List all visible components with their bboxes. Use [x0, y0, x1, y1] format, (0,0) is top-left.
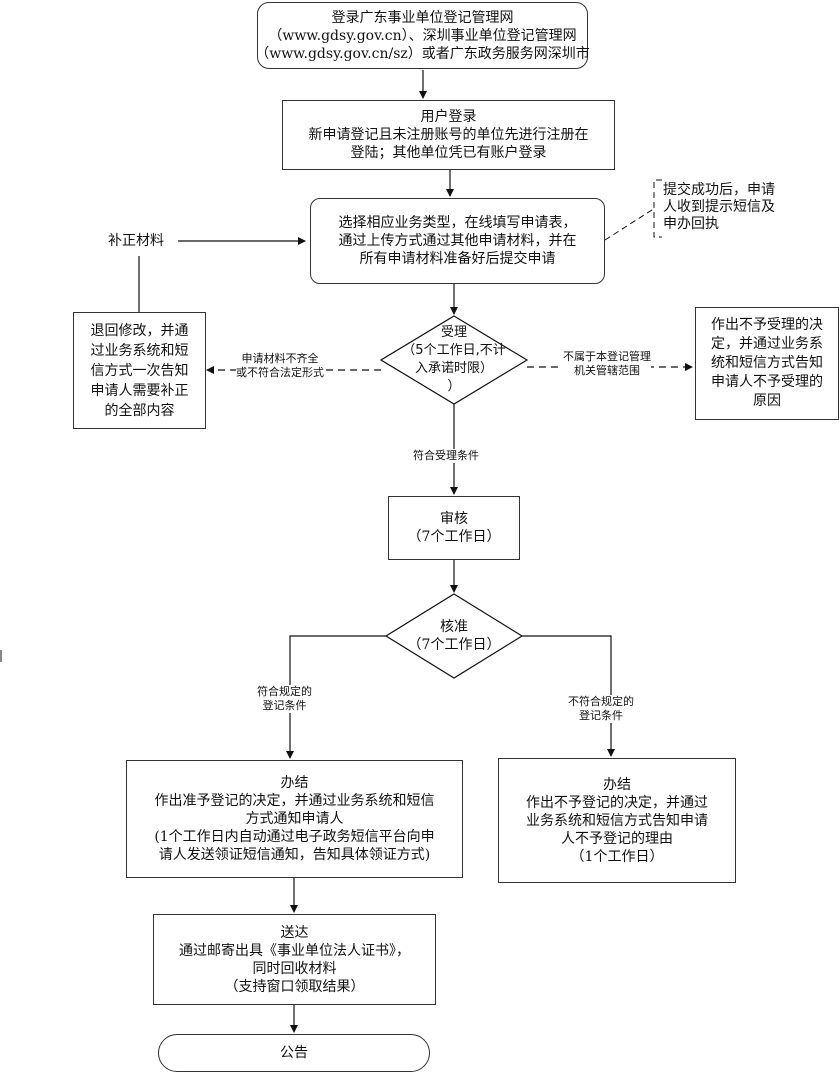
- apply-line-2: 通过上传方式通过其他申请材料，并在: [338, 233, 577, 249]
- reject-line-5: 原因: [753, 393, 781, 409]
- out-of-scope-line-2: 机关管辖范围: [574, 364, 640, 377]
- login-node: 用户登录 新申请登记且未注册账号的单位先进行注册在 登陆；其他单位凭已有账户登录: [282, 100, 615, 170]
- complete-yes-title: 办结: [280, 775, 309, 791]
- out-of-scope-line-1: 不属于本登记管理: [563, 350, 651, 363]
- complete-yes-line-2: 作出准予登记的决定，并通过业务系统和短信: [154, 793, 435, 809]
- deliver-line-2: 通过邮寄出具《事业单位法人证书》，: [179, 942, 410, 959]
- meets-reg-line-2: 登记条件: [262, 699, 307, 712]
- login-line-2: 新申请登记且未注册账号的单位先进行注册在: [308, 127, 589, 143]
- incomplete-line-2: 或不符合法定形式: [236, 366, 324, 379]
- start-line-2: （www.gdsy.gov.cn）、深圳事业单位登记管理网: [268, 27, 577, 44]
- complete-no-line-3: 业务系统和短信方式告知申请: [526, 812, 708, 829]
- reject-line-2: 定，并通过业务系: [711, 336, 823, 352]
- review-node: 审核 （7个工作日）: [388, 496, 520, 560]
- review-title: 审核: [440, 511, 468, 527]
- announce-label: 公告: [280, 1045, 308, 1061]
- deliver-node: 送达 通过邮寄出具《事业单位法人证书》， 同时回收材料 （支持窗口领取结果）: [153, 914, 436, 1005]
- return-line-3: 信方式一次告知: [90, 362, 189, 379]
- complete-yes-line-5: 请人发送领证短信通知，告知具体领证方式): [158, 847, 431, 863]
- reject-line-1: 作出不予受理的决: [711, 317, 823, 333]
- approve-text: 核准 （7个工作日）: [404, 618, 504, 654]
- return-line-1: 退回修改，并通: [90, 322, 189, 339]
- deliver-line-3: 同时回收材料: [252, 960, 337, 977]
- note-bracket: [653, 179, 662, 238]
- edge-label-incomplete: 申请材料不齐全 或不符合法定形式: [236, 352, 324, 380]
- dashed-link-apply-to-note: [604, 207, 656, 241]
- announce-node: 公告: [158, 1034, 430, 1072]
- return-modify-node: 退回修改，并通 过业务系统和短 信方式一次告知 申请人需要补正 的全部内容: [73, 312, 206, 429]
- supplement-materials-label: 补正材料: [108, 233, 164, 249]
- reject-acceptance-node: 作出不予受理的决 定，并通过业务系 统和短信方式告知 申请人不予受理的 原因: [695, 307, 839, 420]
- complete-no-line-5: （1个工作日）: [570, 848, 664, 865]
- start-line-3: （www.gdsy.gov.cn/sz）或者广东政务服务网深圳市: [255, 45, 590, 62]
- start-line-1: 登录广东事业单位登记管理网: [331, 9, 514, 26]
- incomplete-line-1: 申请材料不齐全: [241, 352, 319, 365]
- approve-diamond: [384, 593, 524, 679]
- approve-title: 核准: [440, 619, 468, 635]
- note-line-2: 人收到提示短信及: [663, 199, 775, 215]
- meets-reg-line-1: 符合规定的: [257, 685, 312, 698]
- accept-text: 受理 （5个工作日,不计 入承诺时限） ）: [394, 324, 514, 396]
- note-line-3: 申办回执: [663, 216, 719, 232]
- complete-rejected-node: 办结 作出不予登记的决定，并通过 业务系统和短信方式告知申请 人不予登记的理由 …: [498, 758, 736, 883]
- arrow-approve-to-complete-yes: [286, 635, 386, 759]
- apply-line-1: 选择相应业务类型，在线填写申请表，: [338, 215, 577, 231]
- complete-no-line-2: 作出不予登记的决定，并通过: [526, 794, 708, 811]
- edge-marker: [0, 650, 2, 662]
- reject-line-4: 申请人不予受理的: [711, 374, 823, 390]
- return-line-4: 申请人需要补正: [90, 382, 189, 399]
- reject-line-3: 统和短信方式告知: [711, 355, 823, 371]
- edge-label-meets-acceptance: 符合受理条件: [413, 449, 479, 463]
- complete-yes-line-3: 方式通知申请人: [245, 811, 344, 827]
- complete-no-title: 办结: [603, 776, 631, 793]
- start-node: 登录广东事业单位登记管理网 （www.gdsy.gov.cn）、深圳事业单位登记…: [255, 2, 590, 69]
- not-meets-reg-line-1: 不符合规定的: [568, 695, 634, 708]
- not-meets-reg-line-2: 登记条件: [579, 709, 623, 722]
- note-line-1: 提交成功后，申请: [663, 182, 775, 198]
- return-line-5: 的全部内容: [104, 402, 175, 419]
- complete-yes-line-4: (1个工作日内自动通过电子政务短信平台向申: [154, 829, 435, 845]
- complete-no-line-4: 人不予登记的理由: [561, 830, 673, 847]
- deliver-title: 送达: [280, 924, 309, 941]
- return-line-2: 过业务系统和短: [90, 342, 189, 359]
- accept-line-3: 入承诺时限）: [414, 361, 493, 376]
- login-line-3: 登陆；其他单位凭已有账户登录: [350, 145, 547, 161]
- edge-label-out-of-scope: 不属于本登记管理 机关管辖范围: [563, 350, 651, 378]
- submission-note: 提交成功后，申请 人收到提示短信及 申办回执: [663, 182, 775, 233]
- login-title: 用户登录: [420, 109, 477, 125]
- complete-approved-node: 办结 作出准予登记的决定，并通过业务系统和短信 方式通知申请人 (1个工作日内自…: [126, 760, 463, 878]
- accept-line-2: （5个工作日,不计: [402, 343, 506, 358]
- review-days: （7个工作日）: [407, 529, 501, 545]
- deliver-line-4: （支持窗口领取结果）: [224, 978, 365, 995]
- approve-days: （7个工作日）: [407, 637, 501, 653]
- edge-label-not-meets-registration: 不符合规定的 登记条件: [568, 695, 634, 723]
- apply-node: 选择相应业务类型，在线填写申请表， 通过上传方式通过其他申请材料，并在 所有申请…: [310, 198, 605, 284]
- edge-label-meets-registration: 符合规定的 登记条件: [257, 685, 312, 713]
- accept-line-1: 受理: [440, 325, 467, 340]
- apply-line-3: 所有申请材料准备好后提交申请: [359, 251, 556, 267]
- accept-line-4: ）: [447, 379, 461, 394]
